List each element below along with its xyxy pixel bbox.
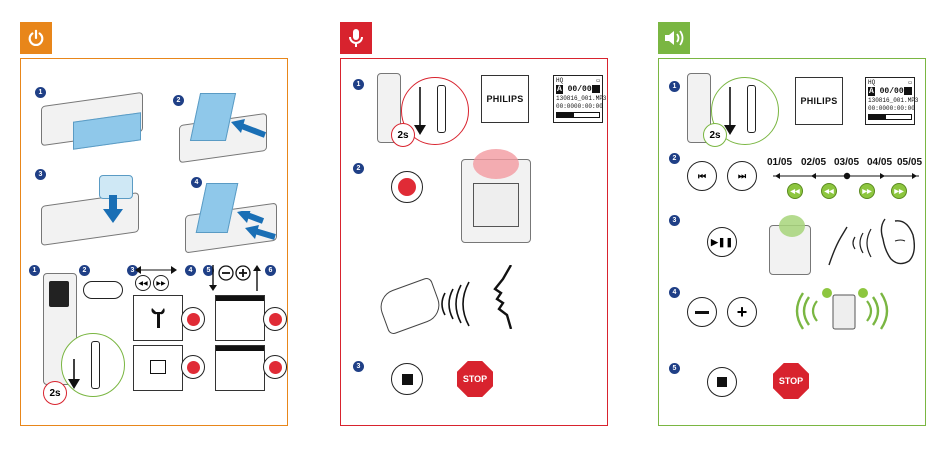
device-display	[49, 281, 69, 307]
brightness-screen-illustration	[215, 295, 265, 341]
record-button-illustration	[391, 171, 423, 203]
step-number: 1	[353, 79, 364, 90]
record-button-illustration	[181, 307, 205, 331]
step-number: 2	[173, 95, 184, 106]
volume-up-button-illustration: +	[727, 297, 757, 327]
record-button-illustration	[181, 355, 205, 379]
track-label: 05/05	[897, 157, 922, 168]
volume-waves-illustration	[795, 287, 895, 335]
microphone-highlight	[473, 149, 519, 179]
total-time: 00:00:00	[886, 105, 915, 113]
record-panel: 1 2s PHILIPS HQ ▭ A 00/00 130816_001.MP3 …	[340, 58, 608, 426]
track-label: 01/05	[767, 157, 792, 168]
step-number: 2	[669, 153, 680, 164]
file-name: 130816_001.MP3	[868, 97, 918, 105]
device-display	[473, 183, 519, 227]
step-number: 4	[191, 177, 202, 188]
step-number: 1	[29, 265, 40, 276]
arrow-icon	[233, 211, 277, 245]
slider-track	[747, 85, 756, 133]
file-counter: 00/00	[880, 87, 904, 96]
power-panel: 1 2 3 4 1 2s 2 3 ◀◀ ▶▶ 4 5 6	[20, 58, 288, 426]
sound-waves-icon	[437, 279, 487, 329]
next-button-illustration: ▶▶	[153, 275, 169, 291]
hand-holding-device-illustration	[376, 276, 445, 335]
track-label: 04/05	[867, 157, 892, 168]
step-number: 6	[265, 265, 276, 276]
rewind-button-illustration: ⏮	[687, 161, 717, 191]
arrow-icon	[101, 195, 125, 225]
file-name: 130816_001.MP3	[556, 95, 606, 103]
battery-icon: ▭	[596, 77, 600, 85]
record-button-illustration	[263, 355, 287, 379]
play-tab	[658, 22, 690, 54]
step-number: 2	[79, 265, 90, 276]
record-button-illustration	[263, 307, 287, 331]
step-number: 5	[669, 363, 680, 374]
play-pause-button-illustration: ▶❚❚	[707, 227, 737, 257]
elapsed-time: 00:00	[556, 103, 574, 111]
elapsed-time: 00:00	[868, 105, 886, 113]
display-screen-illustration	[133, 345, 183, 391]
fast-forward-icon: ▶▶	[891, 183, 907, 199]
step-number: 2	[353, 163, 364, 174]
fast-forward-icon: ▶▶	[859, 183, 875, 199]
arrow-down-icon	[67, 359, 81, 389]
arrow-down-icon	[413, 87, 427, 135]
index-letter: A	[868, 87, 875, 96]
step-number: 1	[669, 81, 680, 92]
rewind-icon: ◀◀	[787, 183, 803, 199]
stop-sign-icon: STOP	[773, 363, 809, 399]
track-label: 03/05	[834, 157, 859, 168]
prev-button-illustration: ◀◀	[135, 275, 151, 291]
play-panel: 1 2s PHILIPS HQ ▭ A 00/00 130816_001.MP3 …	[658, 58, 926, 426]
rewind-icon: ◀◀	[821, 183, 837, 199]
hold-duration-badge: 2s	[391, 123, 415, 147]
minus-plus-icon	[209, 263, 263, 291]
quality-indicator: HQ	[868, 79, 875, 87]
brand-logo: PHILIPS	[481, 75, 529, 123]
hold-duration-badge: 2s	[703, 123, 727, 147]
face-profile-icon	[481, 265, 521, 329]
step-number: 3	[35, 169, 46, 180]
slider-track	[91, 341, 100, 389]
step-number: 4	[185, 265, 196, 276]
listening-person-illustration	[825, 217, 921, 269]
track-label: 02/05	[801, 157, 826, 168]
brightness-screen-illustration	[215, 345, 265, 391]
brand-logo: PHILIPS	[795, 77, 843, 125]
power-icon	[27, 29, 45, 47]
hold-duration-badge: 2s	[43, 381, 67, 405]
fast-forward-button-illustration: ⏭	[727, 161, 757, 191]
stop-button-illustration	[391, 363, 423, 395]
stop-button-illustration	[707, 367, 737, 397]
prev-next-arrow-icon	[135, 265, 177, 275]
file-counter: 00/00	[568, 85, 592, 94]
index-letter: A	[556, 85, 563, 94]
arrow-icon	[227, 119, 267, 143]
speaker-icon	[663, 29, 685, 47]
record-tab	[340, 22, 372, 54]
step-number: 3	[353, 361, 364, 372]
step-number: 3	[669, 215, 680, 226]
blank-button-illustration	[83, 281, 123, 299]
step-number: 4	[669, 287, 680, 298]
total-time: 00:00:00	[574, 103, 603, 111]
volume-down-button-illustration	[687, 297, 717, 327]
battery-icon: ▭	[908, 79, 912, 87]
power-tab	[20, 22, 52, 54]
stop-sign-icon: STOP	[457, 361, 493, 397]
wrench-icon	[148, 306, 168, 330]
microphone-icon	[347, 28, 365, 48]
slider-track	[437, 85, 446, 133]
track-timeline	[773, 171, 919, 181]
quality-indicator: HQ	[556, 77, 563, 85]
settings-screen-illustration	[133, 295, 183, 341]
speaker-highlight	[779, 215, 805, 237]
step-number: 1	[35, 87, 46, 98]
